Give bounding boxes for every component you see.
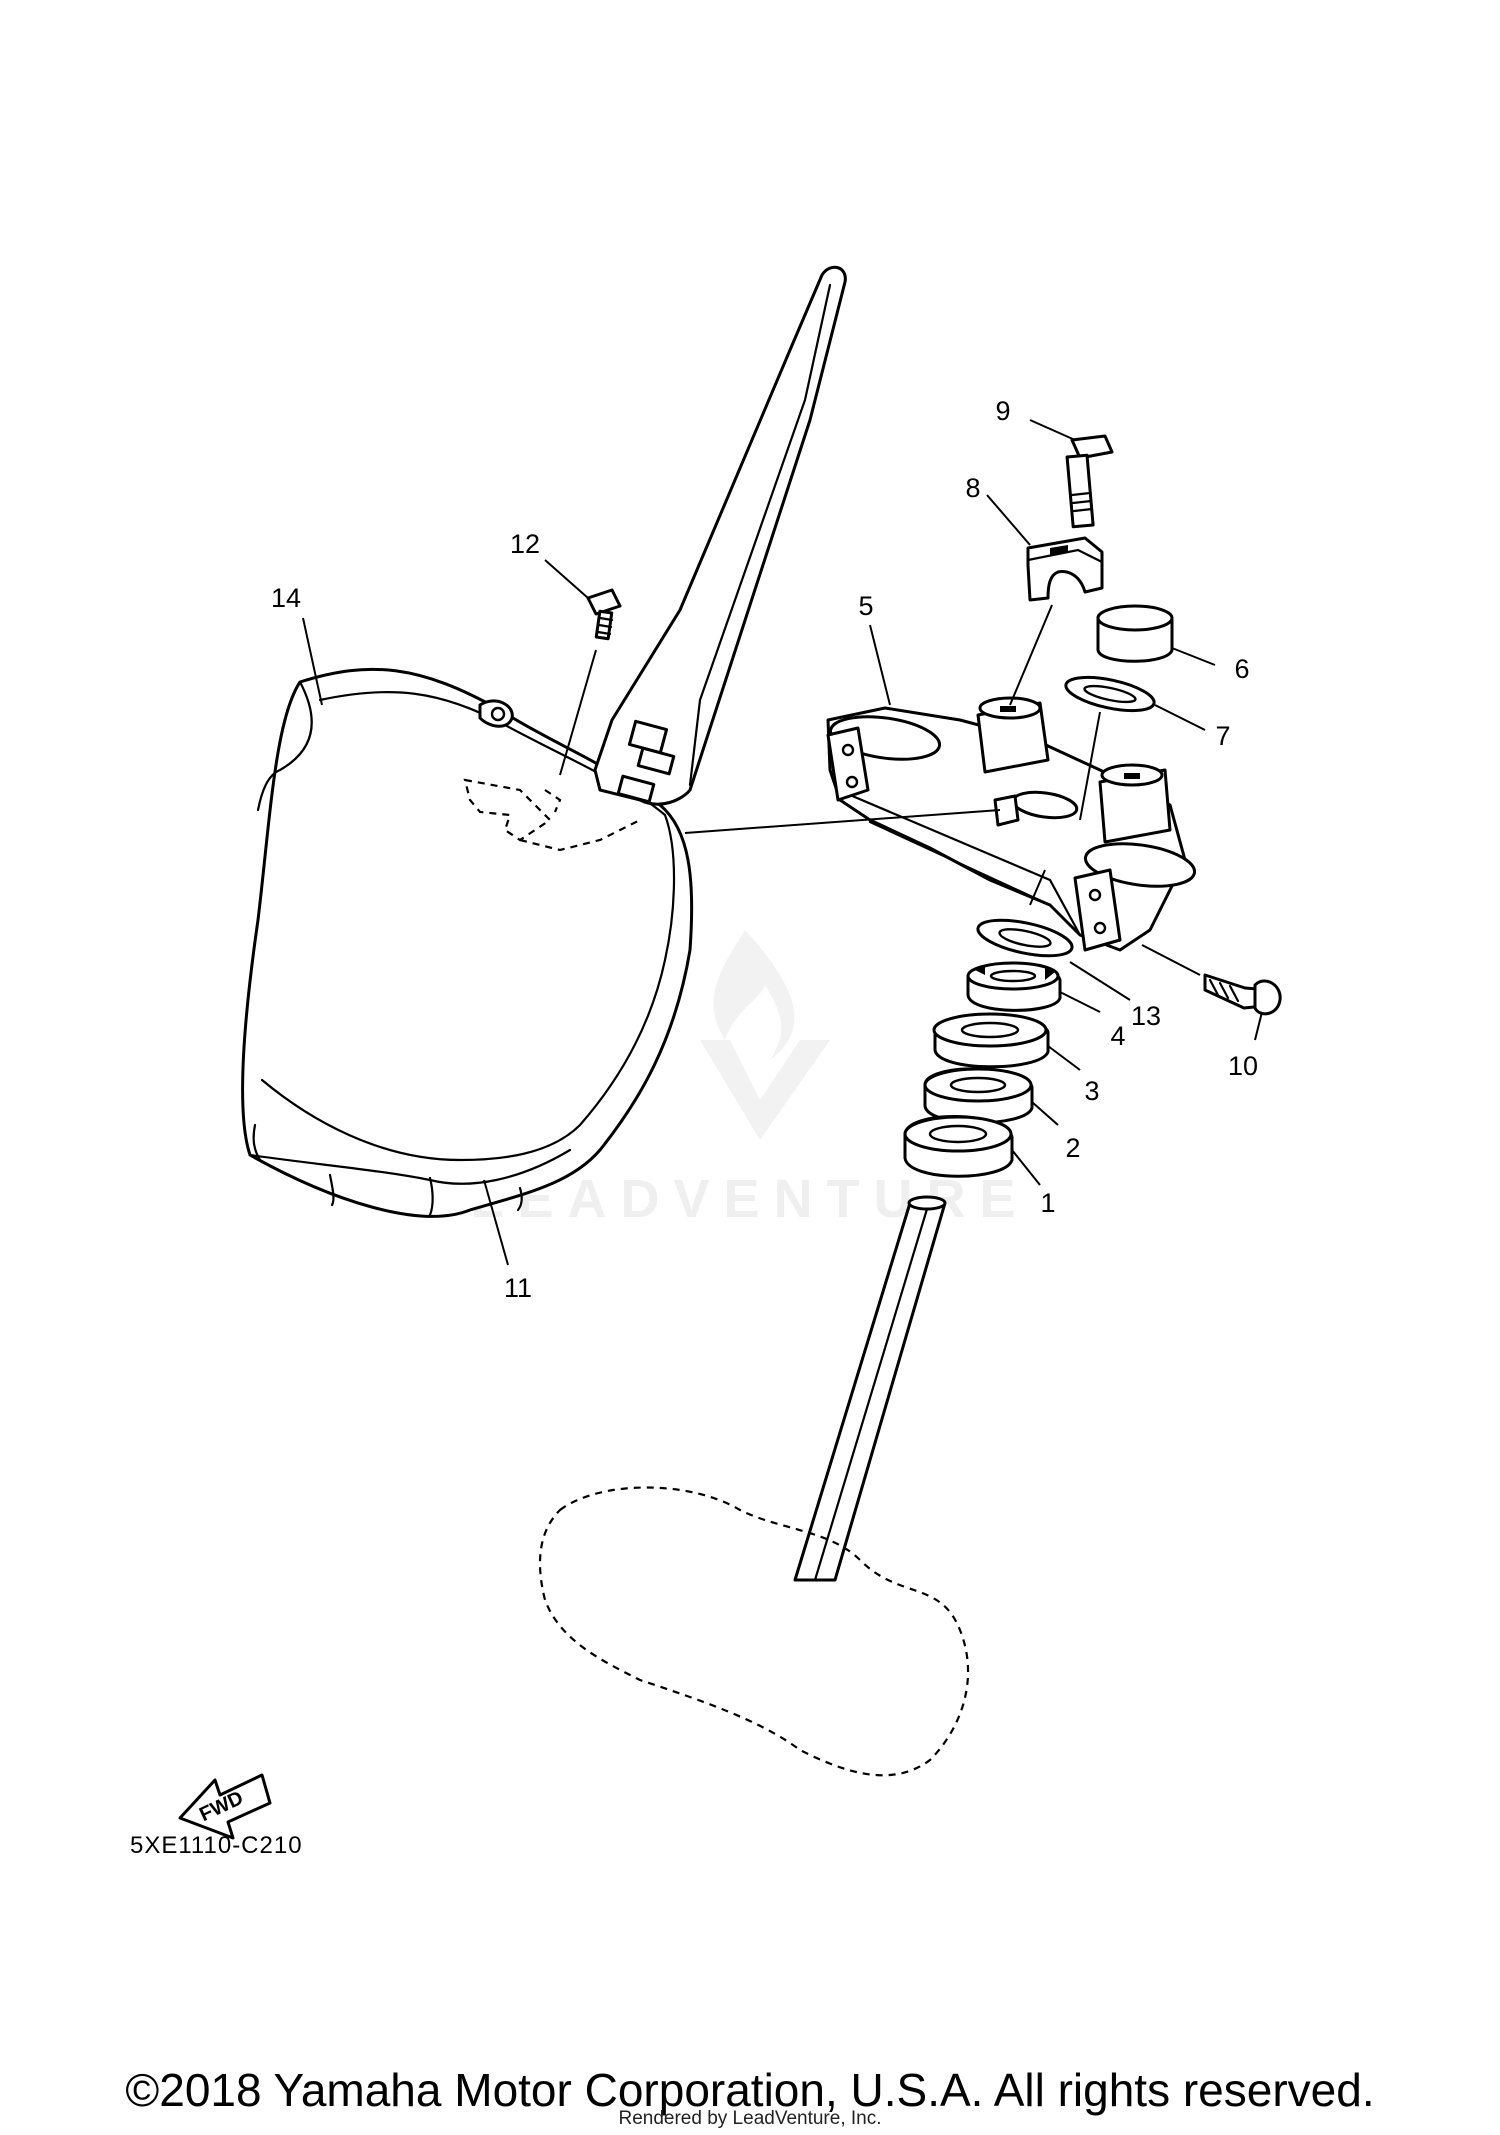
callout-9: 9: [995, 396, 1010, 426]
number-plate: [241, 265, 847, 1218]
plate-bolt: [559, 588, 622, 776]
copyright-notice: ©2018 Yamaha Motor Corporation, U.S.A. A…: [125, 2064, 1375, 2116]
washer-lower: [976, 869, 1074, 958]
ring-nut: [966, 961, 1062, 1012]
pinch-bolt: [1141, 944, 1282, 1016]
callout-labels: 1 2 3 4 5 6 7 8 9 10 11 12 13 14: [271, 396, 1258, 1303]
callout-2: 2: [1065, 1133, 1080, 1163]
dust-seal: [903, 1115, 1014, 1178]
forward-arrow: FWD: [178, 1773, 272, 1840]
callout-12: 12: [510, 529, 540, 559]
callout-11: 11: [504, 1273, 532, 1303]
callout-leaders: [302, 419, 1263, 1266]
watermark-caption: Rendered by LeadVenture, Inc.: [618, 2108, 882, 2129]
upper-triple-clamp: [684, 696, 1197, 952]
callout-14: 14: [271, 583, 301, 613]
holder-bolt: [1065, 434, 1114, 529]
washer-upper: [1064, 675, 1156, 821]
callout-8: 8: [965, 473, 980, 503]
collar: [1096, 604, 1174, 663]
bearing-seal: [932, 1012, 1050, 1069]
callout-3: 3: [1084, 1076, 1099, 1106]
callout-7: 7: [1215, 721, 1230, 751]
steering-stem: [538, 1195, 970, 1777]
callout-4: 4: [1110, 1021, 1125, 1051]
bearing: [923, 1067, 1034, 1125]
callout-1: 1: [1040, 1188, 1055, 1218]
callout-10: 10: [1228, 1051, 1258, 1081]
handlebar-holder: [1009, 536, 1104, 706]
callout-6: 6: [1234, 654, 1249, 684]
diagram-code: 5XE1110-C210: [130, 1832, 303, 1859]
watermark-logo: [700, 930, 830, 1140]
callout-13: 13: [1131, 1001, 1161, 1031]
callout-5: 5: [858, 591, 873, 621]
